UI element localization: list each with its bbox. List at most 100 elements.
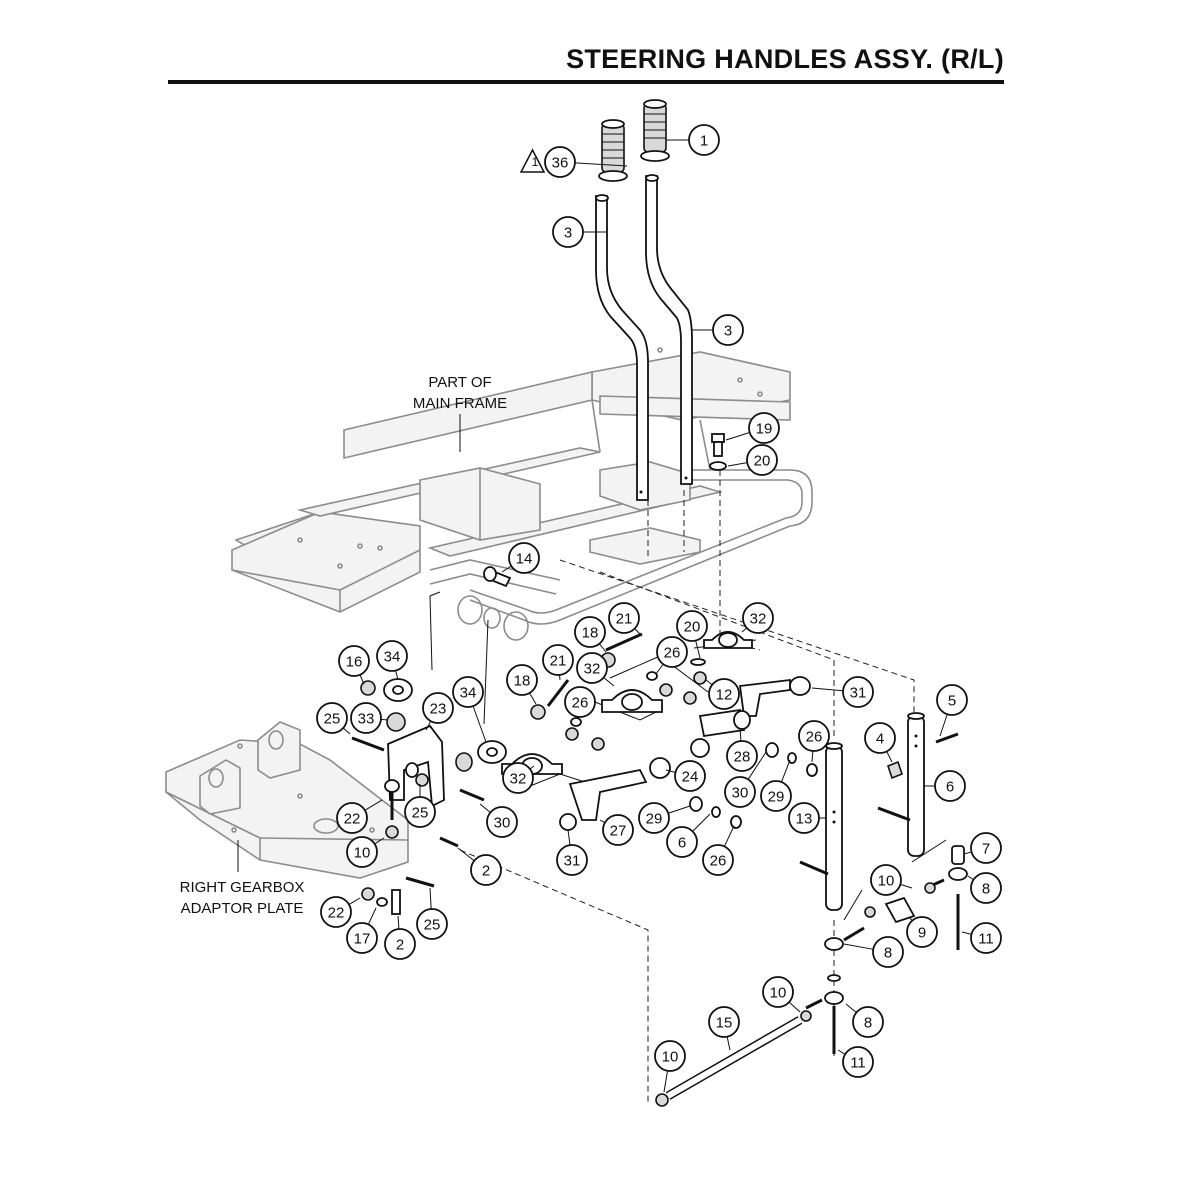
callout-circle bbox=[574, 616, 606, 648]
callout-number: 29 bbox=[646, 811, 663, 828]
callout-circle bbox=[336, 802, 368, 834]
callout-circle bbox=[404, 796, 436, 828]
callout-circle bbox=[708, 678, 740, 710]
callout-number: 18 bbox=[582, 625, 599, 642]
callout-number: 3 bbox=[564, 225, 572, 242]
callout-leader-line bbox=[961, 931, 972, 935]
callout-circle bbox=[742, 602, 774, 634]
callout-circle bbox=[486, 806, 518, 838]
callout-11: 11 bbox=[837, 1046, 874, 1078]
callout-23: 23 bbox=[422, 692, 454, 731]
callout-leader-line bbox=[725, 432, 750, 441]
callout-circle bbox=[508, 542, 540, 574]
callout-2: 2 bbox=[457, 847, 502, 886]
callout-number: 32 bbox=[584, 661, 601, 678]
callout-circle bbox=[726, 740, 758, 772]
callout-leader-line bbox=[574, 162, 628, 167]
callout-circle bbox=[666, 826, 698, 858]
callout-circle bbox=[746, 444, 778, 476]
callout-number: 10 bbox=[878, 873, 895, 890]
callout-4: 4 bbox=[864, 722, 896, 763]
callout-17: 17 bbox=[346, 907, 378, 954]
callout-8: 8 bbox=[967, 872, 1002, 904]
callout-3: 3 bbox=[552, 216, 606, 248]
callout-circle bbox=[864, 722, 896, 754]
callout-16: 16 bbox=[338, 645, 370, 685]
callout-circle bbox=[416, 908, 448, 940]
callout-32: 32 bbox=[502, 762, 535, 794]
callout-leader-line bbox=[429, 887, 432, 910]
callout-number: 22 bbox=[344, 811, 361, 828]
callout-circle bbox=[748, 412, 780, 444]
callout-number: 17 bbox=[354, 931, 371, 948]
callout-leader-line bbox=[567, 829, 571, 846]
callout-circle bbox=[762, 976, 794, 1008]
callout-leader-line bbox=[695, 640, 701, 659]
callout-25: 25 bbox=[404, 784, 436, 828]
callout-number: 21 bbox=[550, 653, 567, 670]
callout-number: 25 bbox=[412, 805, 429, 822]
callout-25: 25 bbox=[316, 702, 351, 735]
callout-26: 26 bbox=[702, 825, 735, 876]
callout-leader-line bbox=[692, 813, 711, 832]
callout-27: 27 bbox=[599, 814, 634, 846]
callout-circle bbox=[970, 922, 1002, 954]
callout-number: 19 bbox=[756, 421, 773, 438]
warning-triangle-number: 1 bbox=[532, 155, 539, 169]
callout-14: 14 bbox=[501, 542, 540, 574]
callout-leader-line bbox=[843, 943, 874, 950]
callout-number: 34 bbox=[384, 649, 401, 666]
callout-leader-line bbox=[380, 718, 389, 721]
callout-number: 6 bbox=[678, 835, 686, 852]
callout-number: 5 bbox=[948, 693, 956, 710]
callout-13: 13 bbox=[788, 802, 826, 834]
callout-28: 28 bbox=[726, 727, 758, 772]
callout-leader-line bbox=[727, 462, 748, 467]
callout-12: 12 bbox=[705, 678, 740, 710]
callout-number: 30 bbox=[732, 785, 749, 802]
main-frame-label-line1: PART OF bbox=[428, 374, 491, 391]
callout-leader-line bbox=[342, 727, 351, 735]
callout-number: 11 bbox=[978, 931, 994, 948]
callout-leader-line bbox=[397, 915, 400, 930]
callout-number: 29 bbox=[768, 789, 785, 806]
callout-number: 8 bbox=[884, 945, 892, 962]
callout-number: 15 bbox=[716, 1015, 733, 1032]
callout-leader-line bbox=[374, 837, 385, 845]
hardware bbox=[351, 433, 968, 1107]
callout-leader-line bbox=[788, 1001, 801, 1013]
callout-number: 12 bbox=[716, 687, 733, 704]
callout-9: 9 bbox=[906, 916, 938, 948]
callout-leader-line bbox=[705, 679, 713, 686]
callout-circle bbox=[320, 896, 352, 928]
callout-leader-line bbox=[529, 692, 537, 705]
callout-18: 18 bbox=[506, 664, 538, 705]
callout-number: 30 bbox=[494, 815, 511, 832]
callout-21: 21 bbox=[542, 644, 574, 681]
callout-circle bbox=[674, 760, 706, 792]
callout-leader-line bbox=[457, 847, 475, 862]
callout-circle bbox=[654, 1040, 686, 1072]
callout-circle bbox=[906, 916, 938, 948]
callout-circle bbox=[346, 836, 378, 868]
callout-leader-line bbox=[900, 883, 913, 889]
callout-circle bbox=[376, 640, 408, 672]
main-frame bbox=[231, 347, 813, 641]
callout-leader-line bbox=[603, 677, 615, 687]
callout-circle bbox=[936, 684, 968, 716]
callout-circle bbox=[788, 802, 820, 834]
callout-leader-line bbox=[845, 1003, 857, 1013]
title-rule bbox=[168, 80, 1004, 84]
callout-circle bbox=[544, 146, 576, 178]
callout-circle bbox=[338, 645, 370, 677]
callout-26: 26 bbox=[564, 686, 596, 719]
callout-number: 10 bbox=[770, 985, 787, 1002]
callout-circle bbox=[760, 780, 792, 812]
callout-leader-line bbox=[425, 720, 432, 731]
callout-leader-line bbox=[811, 750, 814, 763]
callout-number: 8 bbox=[982, 881, 990, 898]
callout-leader-line bbox=[668, 805, 691, 814]
callout-number: 10 bbox=[662, 1049, 679, 1066]
